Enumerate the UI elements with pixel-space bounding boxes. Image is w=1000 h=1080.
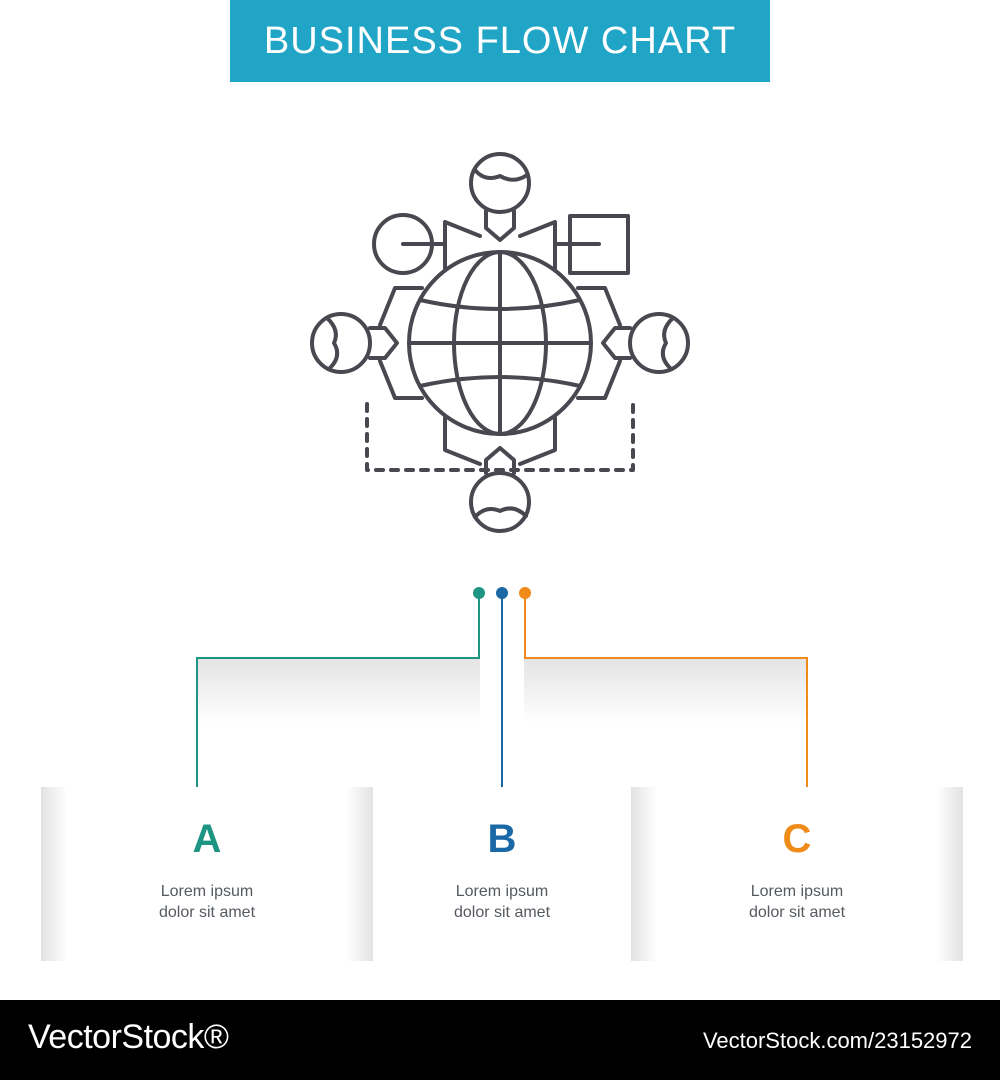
option-text-line: dolor sit amet bbox=[453, 904, 551, 921]
footer-bar: VectorStock® VectorStock.com/23152972 bbox=[0, 1000, 1000, 1080]
option-card-a: A Lorem ipsum dolor sit amet bbox=[41, 787, 373, 961]
connector-line-a bbox=[196, 593, 480, 797]
square-node-icon bbox=[553, 214, 630, 275]
option-text-line: Lorem ipsum bbox=[750, 883, 844, 900]
page-title: BUSINESS FLOW CHART bbox=[263, 19, 737, 62]
option-letter: C bbox=[782, 817, 812, 861]
network-frame bbox=[378, 220, 622, 466]
connector-shadow-left bbox=[197, 659, 480, 723]
option-text-line: Lorem ipsum bbox=[455, 883, 549, 900]
title-banner: BUSINESS FLOW CHART bbox=[230, 0, 770, 82]
flow-diagram bbox=[196, 152, 808, 797]
footer-logo[interactable]: VectorStock® bbox=[28, 1018, 229, 1056]
option-letter: B bbox=[487, 817, 517, 861]
person-bottom-icon bbox=[469, 446, 531, 533]
person-top-icon bbox=[469, 152, 531, 242]
option-description: Lorem ipsum dolor sit amet bbox=[631, 881, 963, 923]
connector-shadow-right bbox=[524, 659, 807, 723]
circle-node-icon bbox=[372, 213, 447, 275]
option-text-line: dolor sit amet bbox=[748, 904, 846, 921]
option-text-line: dolor sit amet bbox=[158, 904, 256, 921]
option-description: Lorem ipsum dolor sit amet bbox=[373, 881, 631, 923]
option-text-line: Lorem ipsum bbox=[160, 883, 254, 900]
option-letter: A bbox=[192, 817, 222, 861]
footer-image-id: VectorStock.com/23152972 bbox=[702, 1028, 972, 1053]
option-description: Lorem ipsum dolor sit amet bbox=[41, 881, 373, 923]
option-card-c: C Lorem ipsum dolor sit amet bbox=[631, 787, 963, 961]
global-network-people-icon bbox=[310, 152, 690, 533]
dashed-link bbox=[365, 402, 635, 472]
person-left-icon bbox=[310, 312, 399, 374]
option-card-b: B Lorem ipsum dolor sit amet bbox=[373, 787, 631, 961]
person-right-icon bbox=[601, 312, 690, 374]
globe-icon bbox=[407, 250, 593, 436]
connector-line-c bbox=[524, 593, 808, 797]
